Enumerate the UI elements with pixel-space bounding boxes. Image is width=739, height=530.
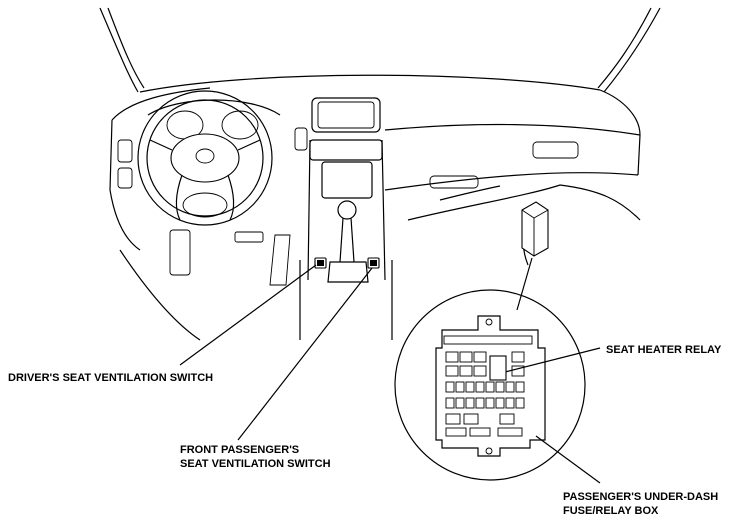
fuse-relay-box-detail [394, 289, 586, 481]
center-stack [299, 97, 393, 340]
pedals-and-floor [169, 214, 531, 286]
dashboard-outline [109, 74, 641, 341]
seat-ventilation-switches [314, 257, 380, 269]
leader-lines [179, 257, 601, 484]
under-dash-box-in-car [521, 201, 549, 257]
steering-wheel [137, 90, 273, 226]
fuse-box-label-2: FUSE/RELAY BOX [563, 505, 659, 517]
callout-labels: DRIVER'S SEAT VENTILATION SWITCH FRONT P… [8, 344, 722, 517]
driver-switch-label: DRIVER'S SEAT VENTILATION SWITCH [8, 372, 213, 384]
seat-heater-relay-highlight [489, 355, 507, 381]
fuse-grid [445, 351, 525, 437]
windshield-pillars [99, 7, 661, 93]
front-passenger-switch-label-2: SEAT VENTILATION SWITCH [180, 458, 331, 470]
seat-heater-relay-label: SEAT HEATER RELAY [606, 344, 722, 356]
fuse-box-label-1: PASSENGER'S UNDER-DASH [563, 491, 718, 503]
front-passenger-switch-label-1: FRONT PASSENGER'S [180, 444, 299, 456]
